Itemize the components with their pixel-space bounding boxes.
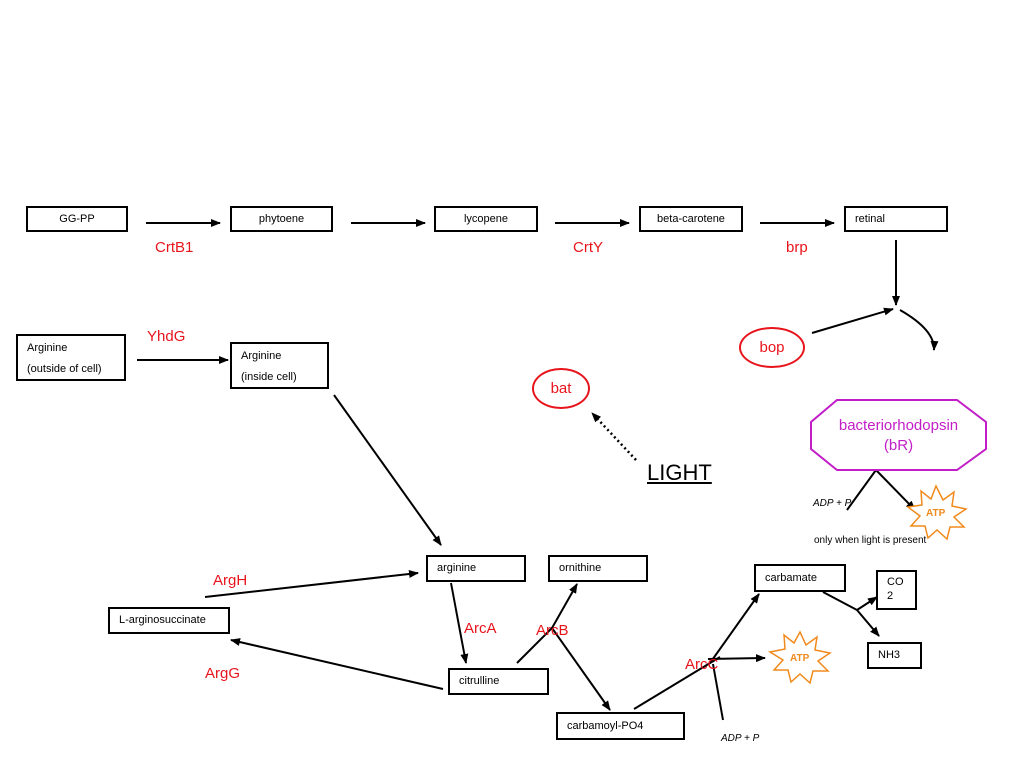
node-carbamoyl-po4: carbamoyl-PO4	[556, 712, 685, 740]
line-adp-bottom	[712, 663, 724, 721]
arrow-to-co2	[856, 596, 878, 611]
node-carbamate: carbamate	[754, 564, 846, 592]
arrow-light-bat	[591, 412, 637, 461]
arginine-inside-line1: Arginine	[241, 350, 282, 362]
enzyme-argg: ArgG	[205, 665, 241, 682]
adp-p-top: ADP + P	[813, 498, 852, 509]
arrow-join-curve	[899, 309, 939, 351]
enzyme-yhdg: YhdG	[147, 328, 186, 345]
node-arginine-inside: Arginine (inside cell)	[230, 342, 329, 389]
co2-line1: CO	[887, 576, 904, 588]
arrow-arca	[450, 582, 469, 664]
arginine-outside-line1: Arginine	[27, 342, 68, 354]
arrow-arcc-atp	[707, 654, 766, 663]
enzyme-arcb: ArcB	[536, 622, 569, 639]
node-nh3: NH3	[867, 642, 922, 669]
atp-bottom-label: ATP	[790, 653, 810, 664]
arrow-argh	[204, 570, 419, 598]
bacteriorhodopsin-outline	[810, 399, 987, 471]
arrow-carbamoyl-branch	[633, 656, 721, 710]
node-ornithine: ornithine	[548, 555, 648, 582]
arrow-bop-join	[811, 307, 894, 334]
node-phytoene: phytoene	[230, 206, 333, 232]
arrow-to-nh3	[856, 609, 880, 637]
node-citrulline: citrulline	[448, 668, 549, 695]
node-arginine: arginine	[426, 555, 526, 582]
enzyme-argh: ArgH	[213, 572, 248, 589]
arrow-inside-to-arginine	[333, 394, 442, 546]
arrow-argg	[230, 638, 444, 690]
gene-bat: bat	[532, 368, 590, 409]
bacteriorhodopsin-line2: (bR)	[883, 437, 914, 454]
atp-burst-top	[906, 484, 968, 541]
adp-p-bottom: ADP + P	[721, 733, 760, 744]
arrow-arcc-carbamate	[709, 593, 760, 664]
enzyme-brp: brp	[786, 239, 808, 256]
only-when-light-text: only when light is present	[814, 535, 927, 546]
light-label: LIGHT	[647, 460, 712, 485]
node-retinal: retinal	[844, 206, 948, 232]
gene-bop: bop	[739, 327, 805, 368]
node-co2: CO 2	[876, 570, 917, 610]
arrow-arcb-carbamoyl	[551, 627, 611, 711]
arrow-br-atp	[875, 469, 916, 511]
enzyme-arca: ArcA	[464, 620, 497, 637]
arginine-outside-line2: (outside of cell)	[27, 362, 102, 375]
node-bacteriorhodopsin: bacteriorhodopsin (bR)	[811, 416, 986, 456]
enzyme-crtb1: CrtB1	[155, 239, 194, 256]
node-lycopene: lycopene	[434, 206, 538, 232]
co2-line2: 2	[887, 590, 894, 602]
node-beta-carotene: beta-carotene	[639, 206, 743, 232]
atp-top-label: ATP	[926, 508, 946, 519]
node-arginine-outside: Arginine (outside of cell)	[16, 334, 126, 381]
node-ggpp: GG-PP	[26, 206, 128, 232]
atp-burst-bottom	[767, 630, 832, 685]
arrow-carbamate-co2	[822, 591, 858, 611]
enzyme-crty: CrtY	[573, 239, 603, 256]
line-br-adp	[846, 469, 877, 511]
node-l-arginosuccinate: L-arginosuccinate	[108, 607, 230, 634]
arginine-inside-line2: (inside cell)	[241, 370, 297, 383]
bacteriorhodopsin-line1: bacteriorhodopsin	[838, 417, 959, 434]
enzyme-arcc: ArcC	[685, 656, 719, 673]
